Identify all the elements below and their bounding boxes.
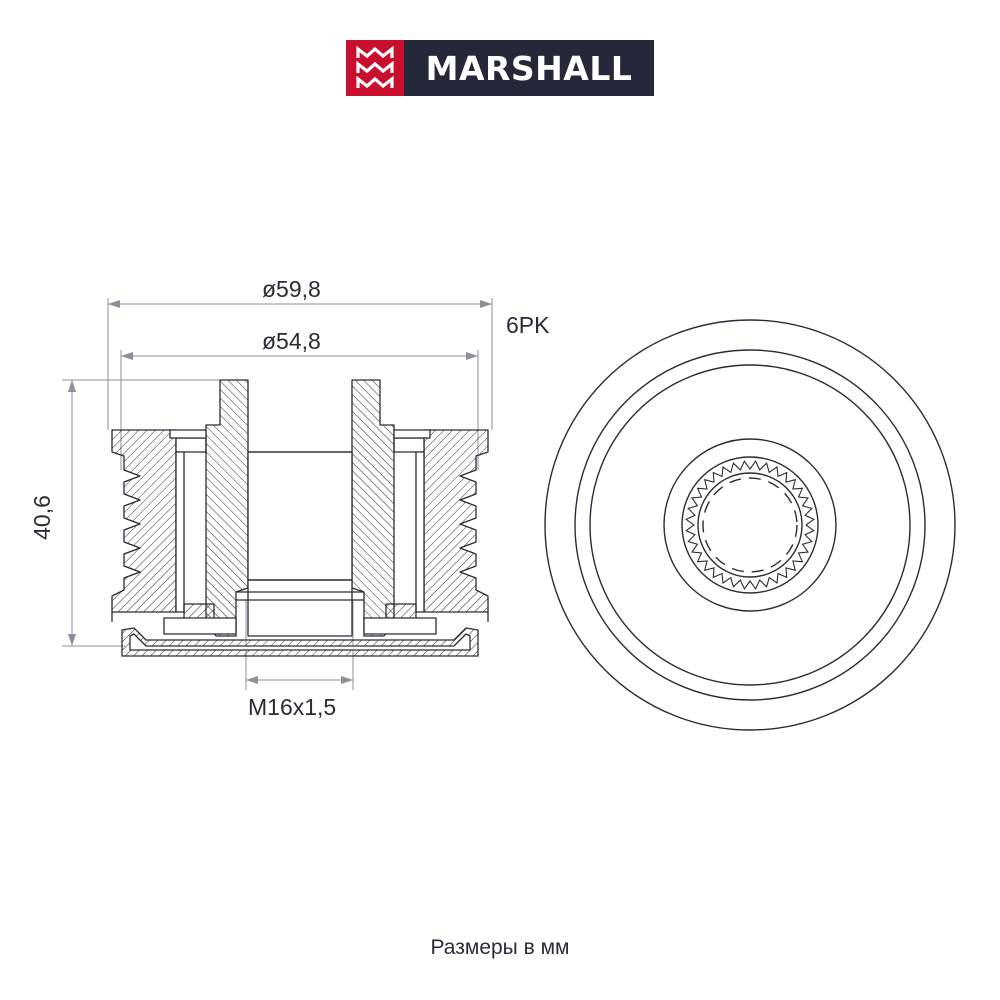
spline-inner-circle [697,472,803,578]
outer-rim-circle [544,319,956,731]
brand-name: MARSHALL [404,40,654,96]
spline-outer-circle [681,456,819,594]
spline-teeth-outline [685,460,815,590]
dimension-lines [62,298,493,690]
logo-mark-icon [346,40,404,96]
units-caption: Размеры в мм [430,936,570,959]
height-label: 40,6 [28,495,55,540]
outer-diameter-label: ø59,8 [262,276,321,302]
hub-bore [247,451,353,581]
dimension-arrows [68,300,492,684]
spline-teeth [685,460,815,590]
pulley-front-view [544,319,956,731]
left-pulley-wall [111,429,177,613]
right-hub [351,379,395,637]
groove-circle [574,349,926,701]
left-bearing-ring [175,437,207,453]
pulley-section-view [111,379,489,657]
brand-logo: MARSHALL [346,40,654,96]
hub-outer-circle [663,438,837,612]
thread-label: M16x1,5 [248,694,337,720]
belt-profile-label: 6PK [506,312,550,338]
bore-circle [702,477,798,573]
right-pulley-wall [423,429,489,613]
left-hub [205,379,249,637]
face-circle [589,364,911,686]
inner-diameter-label: ø54,8 [262,328,321,354]
right-bearing-ring [393,437,425,453]
